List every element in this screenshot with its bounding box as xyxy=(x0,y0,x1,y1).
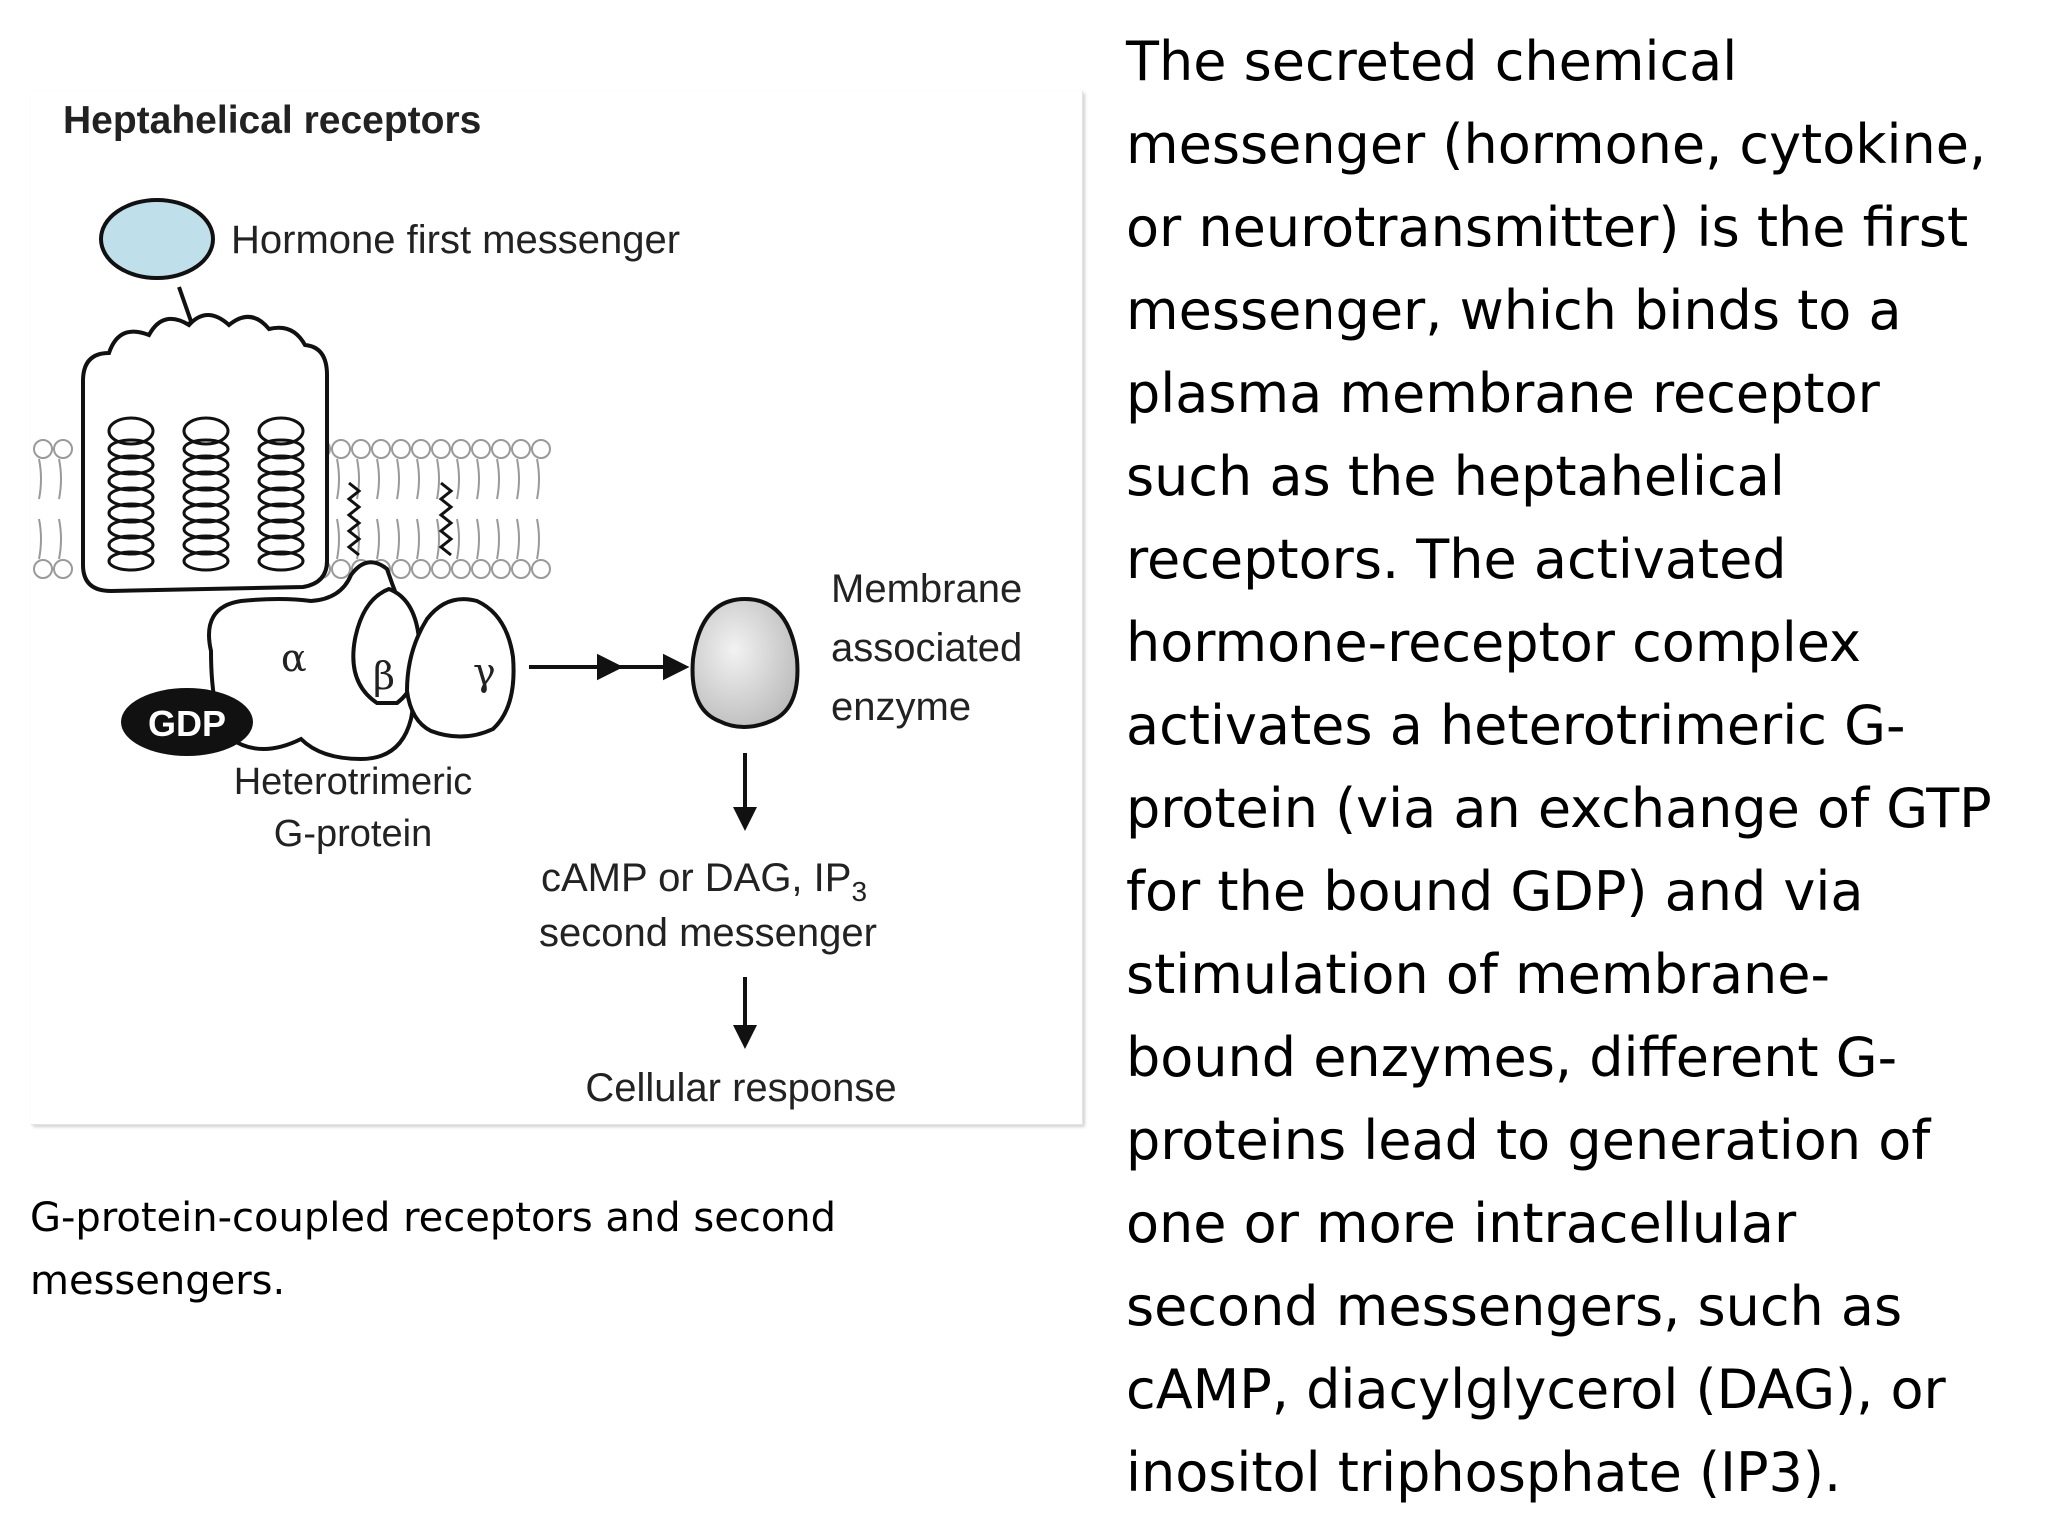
body-line: one or more intracellular xyxy=(1126,1192,1797,1255)
beta-symbol: β xyxy=(373,654,395,698)
second-messenger-text: cAMP or DAG, IP xyxy=(541,856,851,900)
gamma-symbol: γ xyxy=(473,650,496,694)
hormone-ellipse xyxy=(99,198,215,280)
hormone-label: Hormone first messenger xyxy=(231,218,680,262)
messenger-to-response-arrowhead xyxy=(733,1025,757,1049)
g-protein-label-line1: Heterotrimeric xyxy=(234,761,473,803)
membrane-enzyme xyxy=(690,596,800,729)
body-line: protein (via an exchange of GTP xyxy=(1126,777,1992,840)
gamma-lipid-anchor xyxy=(438,481,454,557)
second-messenger-line1: cAMP or DAG, IP3 xyxy=(541,856,867,907)
body-line: messenger (hormone, cytokine, xyxy=(1126,113,1987,176)
alpha-lipid-anchor xyxy=(346,481,362,557)
body-line: inositol triphosphate (IP3). xyxy=(1126,1441,1842,1504)
diagram-canvas: Heptahelical receptors Hormone first mes… xyxy=(33,99,1022,1110)
gamma-subunit xyxy=(404,597,516,739)
hormone-arrow xyxy=(177,286,195,328)
body-line: The secreted chemical xyxy=(1126,30,1738,93)
body-line: for the bound GDP) and via xyxy=(1126,860,1864,923)
gdp-badge xyxy=(121,688,253,756)
gpcr-diagram: Heptahelical receptors Hormone first mes… xyxy=(31,91,1083,1125)
body-line: plasma membrane receptor xyxy=(1126,362,1880,425)
activation-arrows xyxy=(529,653,690,681)
g-protein-label-line2: G-protein xyxy=(274,813,432,855)
body-line: stimulation of membrane- xyxy=(1126,943,1830,1006)
diagram-title: Heptahelical receptors xyxy=(63,99,481,142)
gdp-label: GDP xyxy=(148,703,226,744)
body-line: hormone-receptor complex xyxy=(1126,611,1861,674)
alpha-symbol: α xyxy=(281,636,307,680)
enzyme-to-messenger-arrowhead xyxy=(733,807,757,831)
enzyme-label-line1: Membrane xyxy=(831,567,1022,611)
figure-caption: G-protein-coupled receptors and second m… xyxy=(30,1195,837,1304)
enzyme-label-line2: associated xyxy=(831,626,1022,670)
body-line: bound enzymes, different G- xyxy=(1126,1026,1898,1089)
explanation-text: The secreted chemical messenger (hormone… xyxy=(1126,20,2031,1514)
cellular-response-label: Cellular response xyxy=(585,1066,896,1110)
body-line: proteins lead to generation of xyxy=(1126,1109,1931,1172)
body-line: messenger, which binds to a xyxy=(1126,279,1902,342)
body-line: activates a heterotrimeric G- xyxy=(1126,694,1906,757)
body-line: receptors. The activated xyxy=(1126,528,1787,591)
heptahelical-receptor xyxy=(81,313,329,594)
body-line: cAMP, diacylglycerol (DAG), or xyxy=(1126,1358,1946,1421)
ip3-subscript: 3 xyxy=(851,876,867,907)
enzyme-label-line3: enzyme xyxy=(831,685,971,729)
body-line: or neurotransmitter) is the first xyxy=(1126,196,1969,259)
second-messenger-line2: second messenger xyxy=(539,911,877,955)
body-line: such as the heptahelical xyxy=(1126,445,1785,508)
body-line: second messengers, such as xyxy=(1126,1275,1903,1338)
